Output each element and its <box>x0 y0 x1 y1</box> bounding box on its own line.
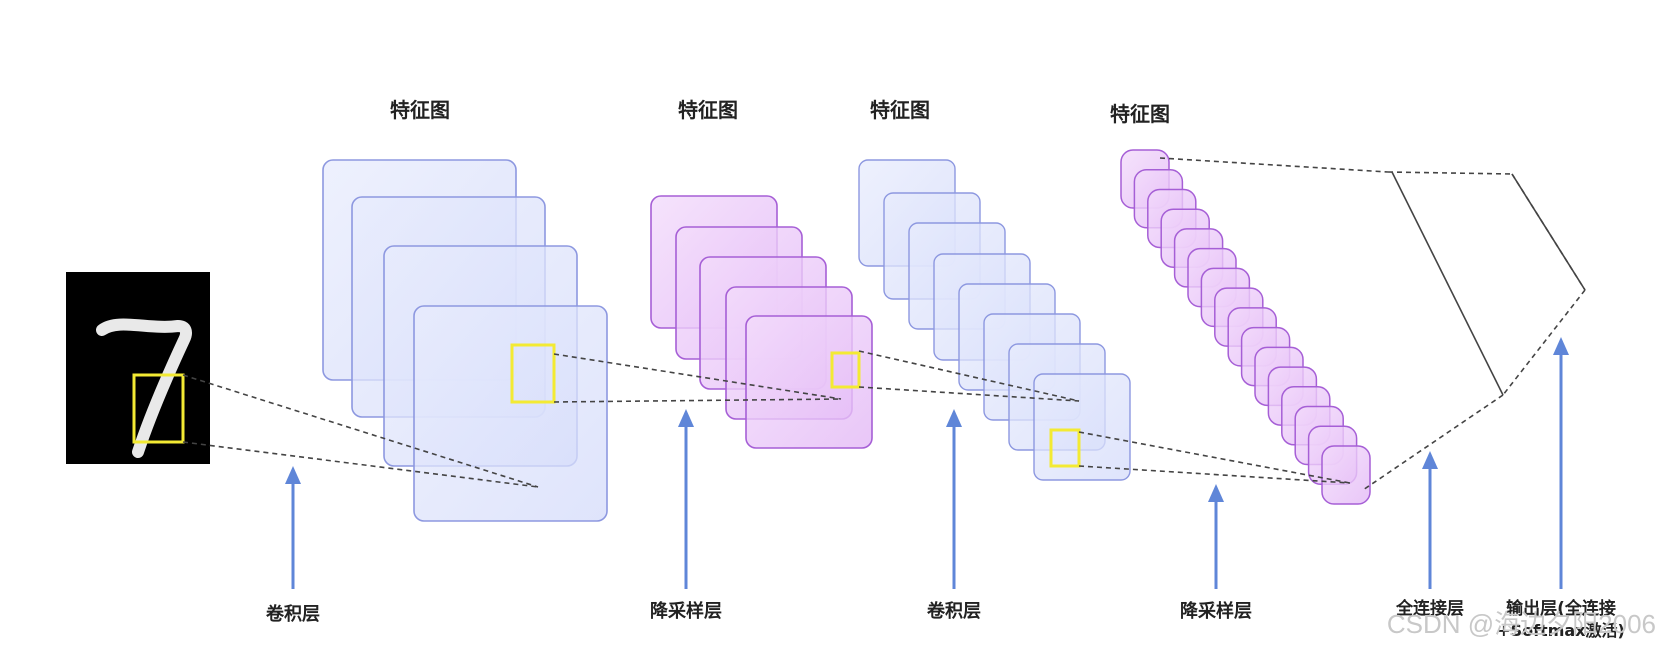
projection-line <box>1078 431 1351 484</box>
projection-line <box>553 398 842 403</box>
arrow-pool-2 <box>1208 484 1224 589</box>
arrow-fully-connected <box>1422 451 1438 589</box>
projection-line <box>182 374 539 488</box>
heading-feature-map-2: 特征图 <box>678 98 738 122</box>
feature-map <box>1321 445 1371 505</box>
projection-line <box>1078 465 1351 484</box>
receptive-field-highlight-input <box>132 373 185 444</box>
layer-label-conv-1: 卷积层 <box>265 603 320 625</box>
projection-line <box>182 441 539 488</box>
arrow-pool-1 <box>678 409 694 589</box>
layer-label-fully-connected: 全连接层 <box>1395 598 1464 619</box>
input-image-background <box>66 272 210 464</box>
feature-map-stack-3 <box>858 159 1131 481</box>
receptive-field-highlight-2 <box>830 351 861 389</box>
arrow-head <box>946 409 962 427</box>
watermark: CSDN @海边夕阳2006 <box>1387 609 1656 639</box>
layer-label-conv-2: 卷积层 <box>926 600 981 622</box>
projection-line <box>1502 289 1586 396</box>
receptive-field-highlight-3 <box>1049 428 1081 468</box>
arrow-conv-2 <box>946 409 962 589</box>
feature-map <box>413 305 608 522</box>
fc-line <box>1511 173 1586 291</box>
feature-map-stack-2 <box>650 195 873 449</box>
projection-line <box>858 386 1080 402</box>
arrow-head <box>1553 337 1569 355</box>
heading-feature-map-3: 特征图 <box>870 98 930 122</box>
feature-map-stack-1 <box>322 159 608 522</box>
arrow-head <box>285 466 301 484</box>
projection-line <box>858 350 1080 402</box>
input-image: 7 <box>66 272 210 464</box>
fc-line <box>1391 171 1504 396</box>
arrow-head <box>1208 484 1224 502</box>
projection-line <box>1159 157 1389 173</box>
layer-arrows <box>285 337 1569 589</box>
feature-map <box>745 315 873 449</box>
fc-connection-lines <box>1391 171 1586 396</box>
layer-label-output-line1: 输出层(全连接 <box>1506 598 1616 619</box>
layer-label-output-line2: +Softmax激活) <box>1497 621 1625 640</box>
digit-stroke <box>96 318 192 458</box>
projection-line <box>1362 394 1504 491</box>
feature-map <box>1033 373 1131 481</box>
arrow-head <box>678 409 694 427</box>
arrow-head <box>1422 451 1438 469</box>
heading-feature-map-1: 特征图 <box>390 98 450 122</box>
arrow-conv-1 <box>285 466 301 589</box>
arrow-output <box>1553 337 1569 589</box>
layer-label-pool-1: 降采样层 <box>650 600 722 622</box>
feature-map-stack-4 <box>1120 149 1371 505</box>
heading-feature-map-4: 特征图 <box>1110 102 1170 126</box>
projection-line <box>553 353 842 400</box>
receptive-field-highlight-1 <box>510 343 556 404</box>
layer-label-pool-2: 降采样层 <box>1180 600 1252 622</box>
projection-line <box>1387 171 1513 175</box>
